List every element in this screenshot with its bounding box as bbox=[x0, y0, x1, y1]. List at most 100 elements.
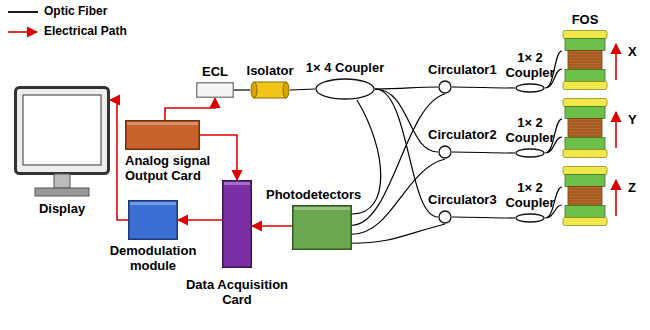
optic-fiber bbox=[352, 224, 445, 243]
axis-arrow bbox=[615, 44, 617, 80]
coil-winding bbox=[569, 124, 601, 125]
fos-coil bbox=[568, 119, 602, 138]
circulator-shape bbox=[438, 80, 452, 94]
optic-fiber bbox=[375, 89, 438, 152]
coupler-ellipse bbox=[316, 79, 374, 99]
node-label: Circulator1 bbox=[428, 62, 497, 77]
photodetector-box-shape bbox=[292, 205, 352, 250]
optic-fiber bbox=[452, 152, 515, 153]
node-label: 1× 2 Coupler bbox=[501, 50, 559, 80]
node-label: Analog signal Output Card bbox=[125, 153, 217, 183]
laser-box-shape bbox=[196, 82, 234, 98]
monitor-base bbox=[35, 188, 89, 196]
box-highlight bbox=[198, 84, 232, 87]
circulator: Circulator2 bbox=[438, 145, 452, 159]
node-label: Display bbox=[39, 201, 85, 216]
isolator-cylinder-shape bbox=[250, 81, 290, 99]
fos-band bbox=[565, 138, 605, 150]
coil-winding bbox=[569, 68, 601, 69]
coil-winding bbox=[569, 53, 601, 54]
fos-cap bbox=[563, 99, 607, 107]
coil-winding bbox=[569, 133, 601, 134]
box-highlight bbox=[130, 202, 176, 205]
coupler-ellipse bbox=[516, 214, 544, 222]
circulator-shape bbox=[438, 210, 452, 224]
optic-fiber bbox=[452, 217, 515, 218]
axis-arrow bbox=[615, 180, 617, 216]
box-body bbox=[223, 181, 252, 268]
isolator-cylinder: Isolator bbox=[250, 81, 290, 99]
node-label: 1× 2 Coupler bbox=[501, 180, 559, 210]
monitor-frame bbox=[16, 88, 109, 174]
node-label: ECL bbox=[202, 64, 228, 79]
legend-label: Electrical Path bbox=[44, 24, 127, 39]
fos-cap bbox=[563, 31, 607, 39]
coupler-ellipse: 1× 4 Coupler bbox=[315, 78, 375, 100]
node-label: Data Acquisition Card bbox=[175, 277, 299, 307]
node-label: Isolator bbox=[247, 63, 294, 78]
fiber-optic-sensor: FOSX bbox=[562, 30, 608, 90]
node-label: Photodetectors bbox=[266, 187, 361, 202]
box-body bbox=[197, 83, 234, 98]
node-label: Y bbox=[628, 112, 637, 127]
axis-arrow bbox=[615, 112, 617, 148]
fos-coil bbox=[568, 51, 602, 70]
coil-winding bbox=[569, 201, 601, 202]
fos-cap bbox=[563, 218, 607, 226]
legend-label: Optic Fiber bbox=[44, 4, 107, 19]
cylinder-body bbox=[254, 82, 286, 98]
coil-winding bbox=[569, 59, 601, 60]
node-label: FOS bbox=[572, 12, 599, 27]
fos-coil bbox=[568, 187, 602, 206]
display-monitor: Display bbox=[14, 86, 110, 198]
coil-winding bbox=[569, 204, 601, 205]
fiber-optic-sensor-shape bbox=[562, 98, 608, 158]
legend-fiber-sample bbox=[8, 11, 38, 13]
fos-band bbox=[565, 70, 605, 82]
node-label: 1× 2 Coupler bbox=[501, 115, 559, 145]
display-monitor-shape bbox=[14, 86, 110, 198]
box-highlight bbox=[294, 207, 350, 210]
electrical-path bbox=[165, 98, 215, 120]
demodulation-box: Demodulation module bbox=[128, 200, 178, 240]
coil-winding bbox=[569, 130, 601, 131]
laser-box: ECL bbox=[196, 82, 234, 98]
coupler-ellipse-shape bbox=[315, 78, 375, 100]
optic-fiber bbox=[452, 87, 515, 88]
demodulation-box-shape bbox=[128, 200, 178, 240]
acquisition-card: Data Acquisition Card bbox=[222, 180, 252, 268]
legend-electrical-sample bbox=[8, 31, 37, 33]
node-label: X bbox=[628, 44, 637, 59]
monitor-stand bbox=[54, 174, 70, 188]
optic-fiber bbox=[375, 87, 438, 89]
circulator: Circulator3 bbox=[438, 210, 452, 224]
box-highlight bbox=[127, 122, 198, 125]
node-label: Circulator3 bbox=[428, 192, 497, 207]
fiber-optic-sensor-shape bbox=[562, 30, 608, 90]
coupler-ellipse-shape bbox=[515, 213, 545, 223]
electrical-path bbox=[178, 219, 222, 221]
node-label: 1× 4 Coupler bbox=[306, 60, 384, 75]
coil-winding bbox=[569, 127, 601, 128]
circulator-circle bbox=[439, 211, 451, 223]
fos-cap bbox=[563, 82, 607, 90]
circulator-circle bbox=[439, 81, 451, 93]
coil-winding bbox=[569, 56, 601, 57]
coupler-ellipse bbox=[516, 149, 544, 157]
fos-band bbox=[565, 39, 605, 51]
fiber-optic-sensor: Y bbox=[562, 98, 608, 158]
fos-cap bbox=[563, 167, 607, 175]
coupler-ellipse: 1× 2 Coupler bbox=[515, 148, 545, 158]
cylinder-end bbox=[251, 82, 257, 98]
coil-winding bbox=[569, 62, 601, 63]
coupler-ellipse-shape bbox=[515, 83, 545, 93]
coupler-ellipse-shape bbox=[515, 148, 545, 158]
monitor-screen bbox=[23, 95, 101, 165]
fiber-optic-sensor: Z bbox=[562, 166, 608, 226]
circulator: Circulator1 bbox=[438, 80, 452, 94]
coil-winding bbox=[569, 198, 601, 199]
coil-winding bbox=[569, 195, 601, 196]
photodetector-box: Photodetectors bbox=[292, 205, 352, 250]
node-label: Z bbox=[628, 180, 636, 195]
